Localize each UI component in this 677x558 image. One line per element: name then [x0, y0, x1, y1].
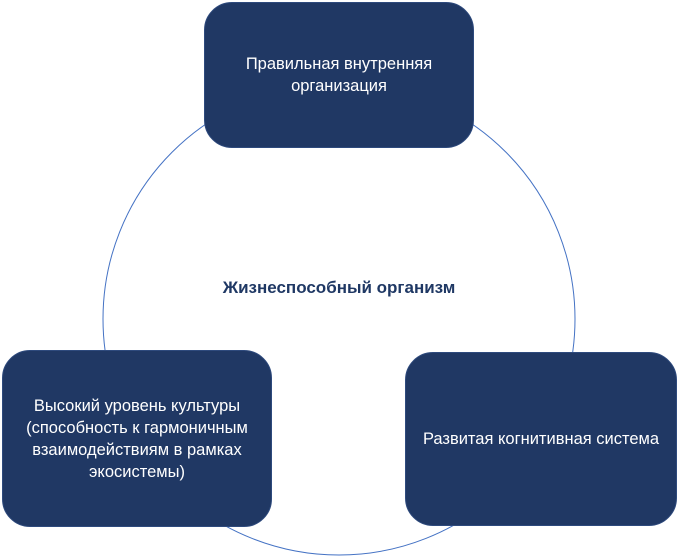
- node-internal-organization: Правильная внутренняя организация: [204, 2, 474, 148]
- center-label: Жизнеспособный организм: [222, 278, 456, 297]
- node-culture-level: Высокий уровень культуры (способность к …: [2, 350, 272, 527]
- node-cognitive-system: Развитая когнитивная система: [405, 352, 677, 526]
- node-label: Развитая когнитивная система: [422, 430, 660, 448]
- node-label: Высокий уровень культуры (способность к …: [26, 396, 248, 481]
- node-label: Правильная внутренняя организация: [245, 55, 433, 95]
